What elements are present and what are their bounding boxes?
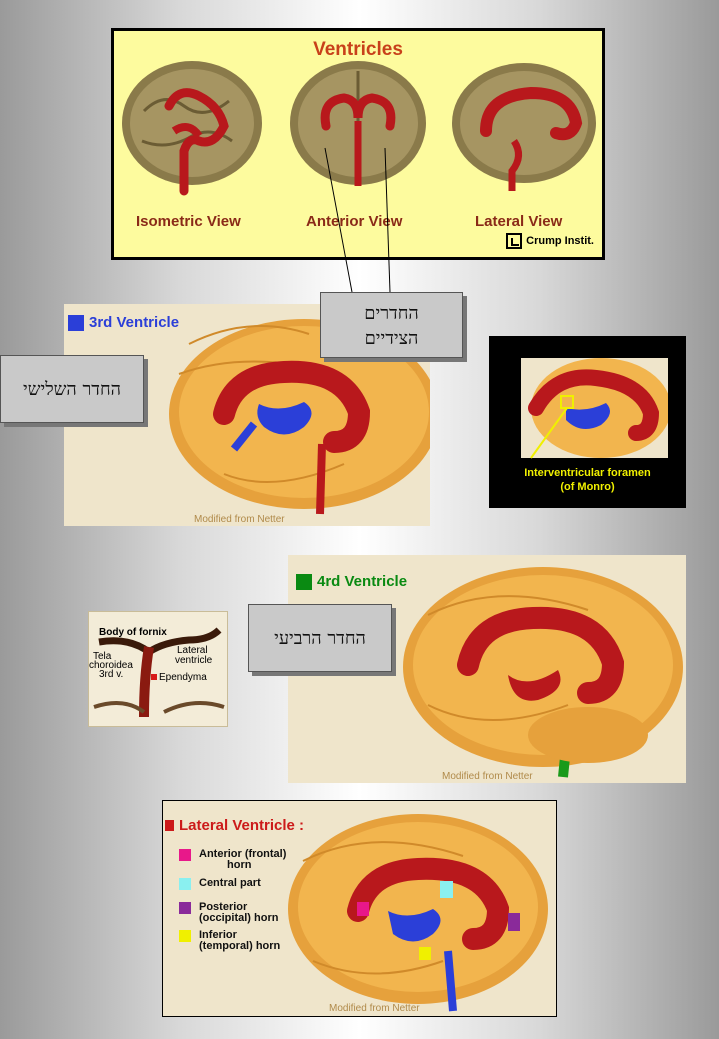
isometric-brain xyxy=(122,61,262,196)
lateral-ventricle-label-1: Lateral xyxy=(177,645,208,656)
lateral-view-label: Lateral View xyxy=(475,213,563,230)
ventricles-title: Ventricles xyxy=(313,39,403,60)
posterior-horn-swatch xyxy=(179,902,191,914)
legend-central-part: Central part xyxy=(179,878,261,890)
tela-label-3: 3rd v. xyxy=(99,669,124,680)
crump-credit: Crump Instit. xyxy=(506,233,594,249)
legend-inferior-horn: Inferior (temporal) horn xyxy=(179,930,280,952)
fourth-ventricle-callout-text: החדר הרביעי xyxy=(274,628,366,649)
anterior-brain xyxy=(290,61,426,186)
anterior-horn-label-1: Anterior (frontal) xyxy=(199,848,287,860)
fourth-ventricle-heading-text: 4rd Ventricle xyxy=(317,573,408,590)
inferior-horn-label-1: Inferior xyxy=(199,929,237,941)
anterior-horn-swatch xyxy=(179,849,191,861)
monro-label: Interventricular foramen (of Monro) xyxy=(489,466,686,494)
monro-illustration xyxy=(521,358,668,458)
inferior-horn-label-2: (temporal) horn xyxy=(199,940,281,952)
lateral-ventricle-illustration xyxy=(288,814,548,1012)
monro-label-line1: Interventricular foramen xyxy=(524,467,651,479)
lateral-ventricle-panel: Lateral Ventricle : Anterior (frontal) h… xyxy=(162,800,557,1017)
crump-logo-icon xyxy=(506,233,523,249)
posterior-horn-label-2: (occipital) horn xyxy=(199,912,279,924)
monro-pointer xyxy=(530,407,568,459)
third-ventricle-illustration xyxy=(169,319,430,515)
tela-label-1: Tela xyxy=(93,651,112,662)
lateral-ventricle-heading: Lateral Ventricle : xyxy=(165,817,304,834)
fourth-ventricle-callout: החדר הרביעי xyxy=(248,604,392,672)
fornix-illustration xyxy=(93,627,225,718)
ependyma-label: Ependyma xyxy=(159,672,207,683)
third-ventricle-heading-text: 3rd Ventricle xyxy=(89,314,180,331)
lateral-ventricle-swatch xyxy=(165,820,174,831)
third-ventricle-credit: Modified from Netter xyxy=(194,514,285,525)
lateral-ventricles-callout-line1: החדרים xyxy=(364,303,419,324)
third-ventricle-callout: החדר השלישי xyxy=(0,355,144,423)
lateral-ventricles-callout-line2: הצידיים xyxy=(364,328,419,349)
fornix-inset: Body of fornix Lateral ventricle Tela ch… xyxy=(88,611,228,727)
third-ventricle-callout-text: החדר השלישי xyxy=(23,379,121,400)
legend-anterior-horn: Anterior (frontal) horn xyxy=(179,849,286,871)
anterior-horn-label-2: horn xyxy=(227,859,252,871)
lateral-brain xyxy=(452,63,596,191)
fourth-ventricle-illustration xyxy=(403,567,683,778)
central-part-swatch xyxy=(179,878,191,890)
legend-posterior-horn: Posterior (occipital) horn xyxy=(179,902,278,924)
fourth-ventricle-heading: 4rd Ventricle xyxy=(296,573,407,590)
central-part-label: Central part xyxy=(199,877,261,889)
body-of-fornix-label: Body of fornix xyxy=(99,627,167,638)
fourth-ventricle-swatch xyxy=(296,573,312,590)
lateral-ventricle-heading-text: Lateral Ventricle : xyxy=(179,817,305,834)
third-ventricle-heading: 3rd Ventricle xyxy=(68,314,179,331)
lateral-ventricles-callout: החדרים הצידיים xyxy=(320,292,463,358)
third-ventricle-swatch xyxy=(68,314,84,331)
lateral-ventricle-label-2: ventricle xyxy=(175,655,213,666)
lateral-ventricle-credit: Modified from Netter xyxy=(329,1003,420,1014)
monro-inset: Interventricular foramen (of Monro) xyxy=(489,336,686,508)
isometric-view-label: Isometric View xyxy=(136,213,241,230)
crump-credit-text: Crump Instit. xyxy=(526,235,594,247)
posterior-horn-label-1: Posterior xyxy=(199,901,248,913)
inferior-horn-swatch xyxy=(179,930,191,942)
ventricles-panel: Ventricles Isometric View Anterior View xyxy=(111,28,605,260)
tela-label-2: choroidea xyxy=(89,660,133,671)
fourth-ventricle-credit: Modified from Netter xyxy=(442,771,533,782)
anterior-view-label: Anterior View xyxy=(306,213,403,230)
monro-label-line2: (of Monro) xyxy=(560,481,615,493)
ventricle-views-illustration xyxy=(122,61,596,196)
